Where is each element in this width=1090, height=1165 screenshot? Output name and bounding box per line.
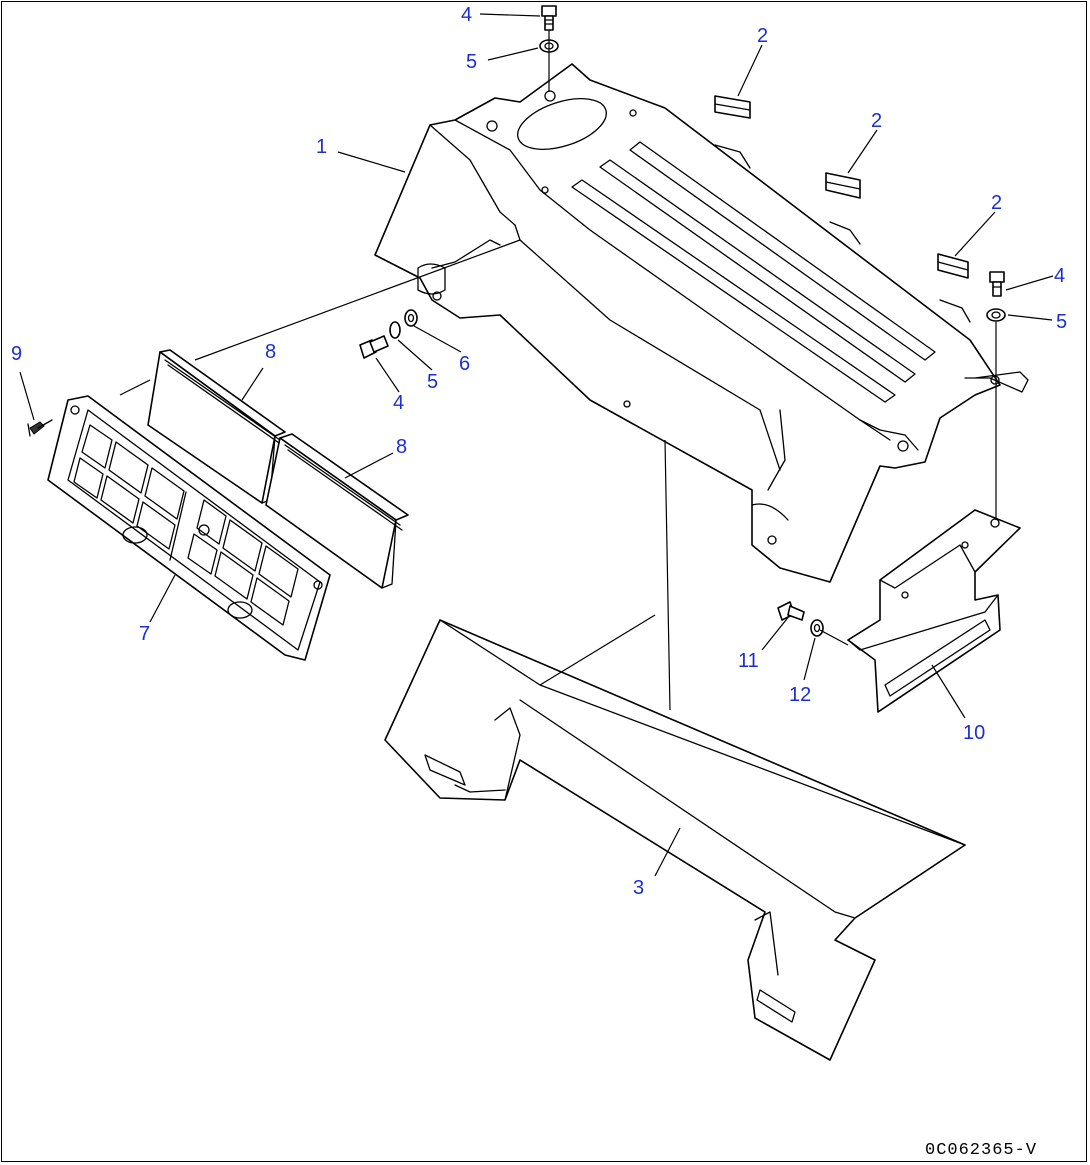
callout-9: 9 <box>11 343 22 365</box>
part-6-nut <box>404 309 418 327</box>
part-3-lower-cover <box>384 619 966 1061</box>
part-8-filter-a <box>147 349 286 504</box>
part-4-bolt-right <box>989 271 1005 297</box>
callout-2-right: 2 <box>991 192 1002 214</box>
callout-6: 6 <box>459 353 470 375</box>
callouts: 4 5 1 2 2 2 4 5 6 5 4 8 8 9 7 11 12 10 3 <box>11 4 1067 899</box>
callout-8-right: 8 <box>396 436 407 458</box>
callout-1: 1 <box>316 136 327 158</box>
part-4-bolt-middle <box>359 335 389 359</box>
callout-2-middle: 2 <box>871 110 882 132</box>
callout-2-left: 2 <box>757 25 768 47</box>
callout-3: 3 <box>633 877 644 899</box>
drawing-number: 0C062365-V <box>925 1141 1037 1160</box>
callout-4-middle: 4 <box>393 392 404 414</box>
part-2-clip-a <box>714 95 751 169</box>
part-2-clip-b <box>825 172 861 245</box>
part-11-bolt <box>777 601 805 621</box>
part-8-filter-b <box>265 433 409 589</box>
part-5-washer-middle <box>389 321 401 339</box>
callout-8-left: 8 <box>265 341 276 363</box>
part-2-clip-c <box>937 253 971 323</box>
part-10-bracket <box>847 509 1021 713</box>
part-12-washer <box>810 619 824 637</box>
part-9-wing-bolt <box>27 419 53 437</box>
callout-5-top: 5 <box>466 51 477 73</box>
callout-12: 12 <box>789 684 811 706</box>
part-5-washer-right <box>986 308 1006 322</box>
callout-11: 11 <box>738 650 759 672</box>
callout-10: 10 <box>963 722 985 744</box>
part-7-grille <box>47 395 331 661</box>
part-1-cover <box>374 63 1029 583</box>
assembly-lines <box>19 13 1054 877</box>
part-4-bolt-top <box>541 5 557 31</box>
callout-5-middle: 5 <box>427 371 438 393</box>
callout-4-top: 4 <box>461 4 472 26</box>
callout-4-right: 4 <box>1054 265 1065 287</box>
callout-5-right: 5 <box>1056 311 1067 333</box>
callout-7: 7 <box>139 623 150 645</box>
